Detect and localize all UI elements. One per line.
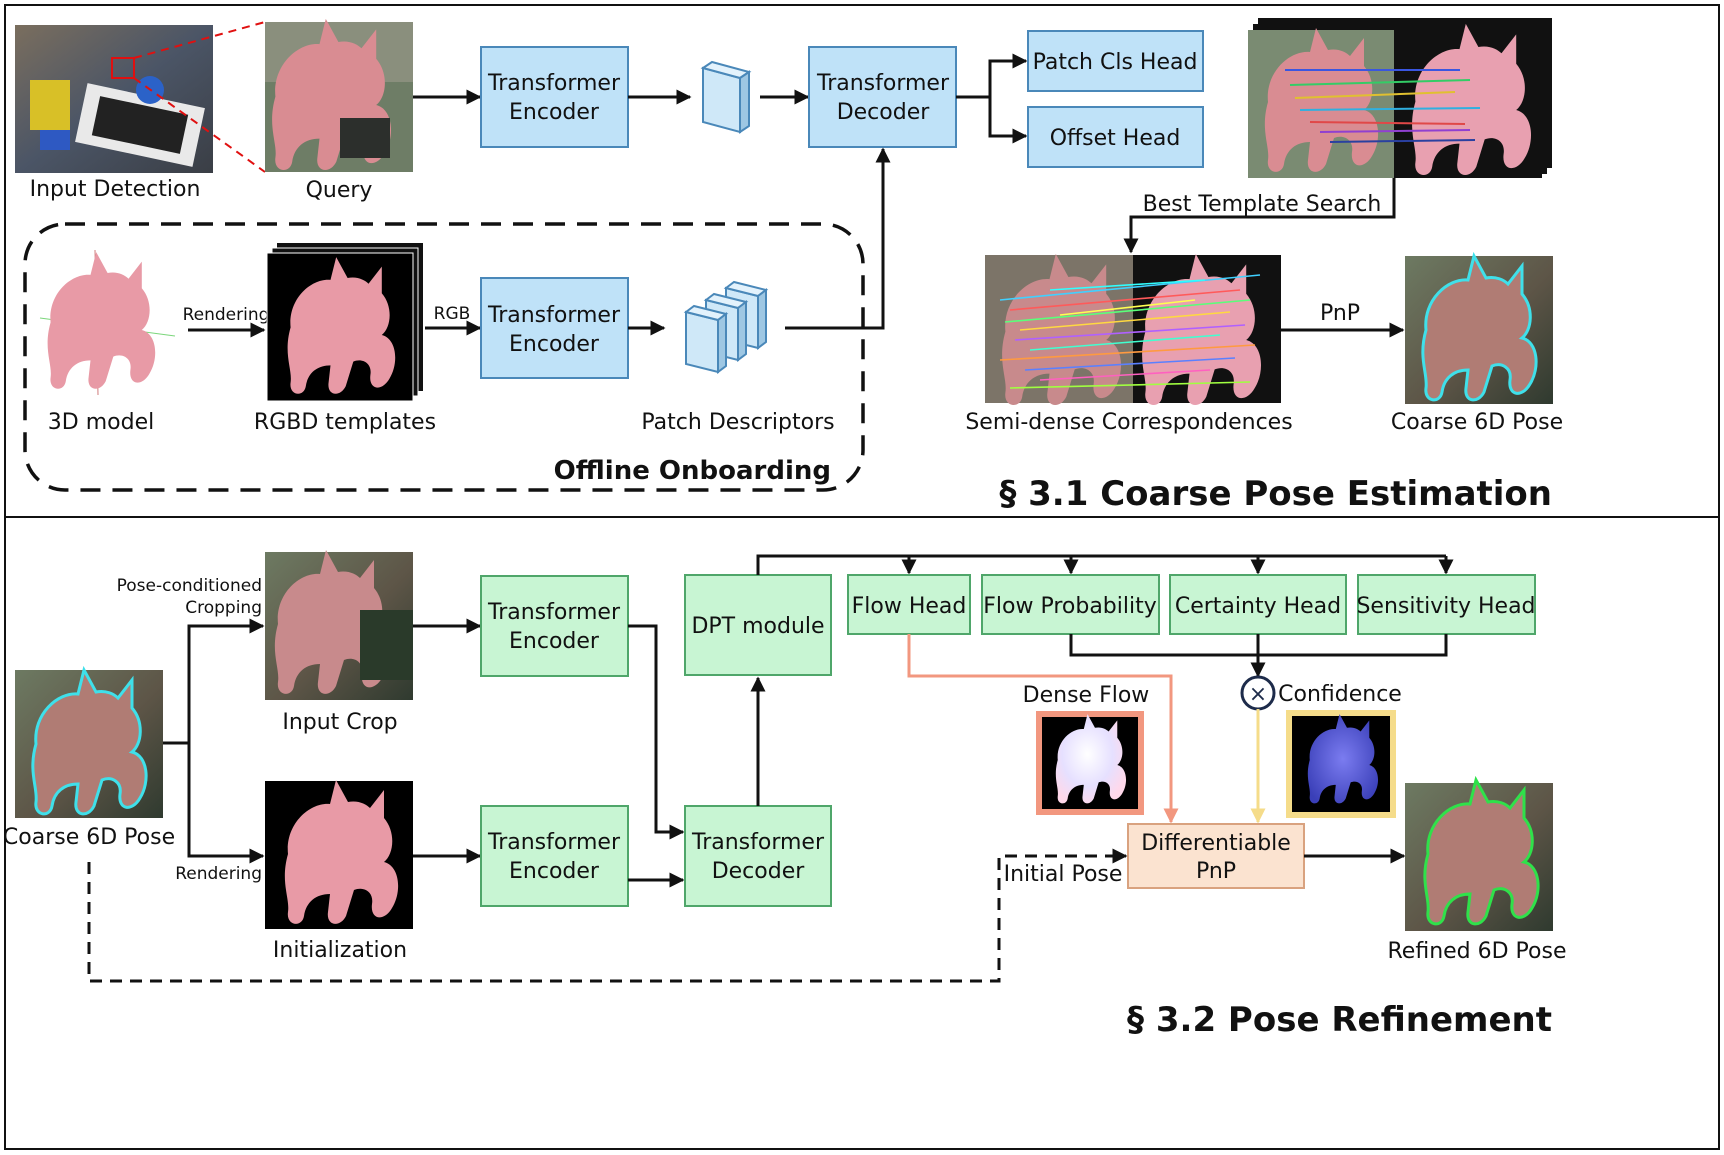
refined-pose-image bbox=[1405, 778, 1553, 931]
rgbd-templates-label: RGBD templates bbox=[254, 410, 436, 435]
coarse-section-title: § 3.1 Coarse Pose Estimation bbox=[999, 474, 1552, 514]
model-3d-image bbox=[39, 249, 176, 396]
flow-head-label: Flow Head bbox=[852, 594, 967, 619]
refine-transformer-decoder bbox=[684, 805, 832, 907]
offline-rendering-label: Rendering bbox=[183, 305, 270, 325]
initial-pose-label: Initial Pose bbox=[1004, 862, 1123, 887]
refine-coarse-pose-label: Coarse 6D Pose bbox=[3, 825, 175, 850]
initialization-label: Initialization bbox=[273, 938, 407, 963]
certainty-head bbox=[1169, 574, 1347, 635]
coarse-pose-image-top bbox=[1405, 254, 1553, 404]
patch-cls-head-label: Patch Cls Head bbox=[1033, 50, 1198, 75]
refine-section-title: § 3.2 Pose Refinement bbox=[1127, 1000, 1552, 1040]
refine-rendering-label: Rendering bbox=[175, 864, 262, 884]
patch-descriptors-label: Patch Descriptors bbox=[641, 410, 834, 435]
pnp-label: PnP bbox=[1320, 301, 1360, 326]
patch-descriptors-block bbox=[683, 280, 769, 374]
offset-head bbox=[1027, 106, 1204, 168]
dense-flow-label: Dense Flow bbox=[1023, 683, 1150, 708]
rgbd-templates-image bbox=[266, 243, 423, 402]
offline-transformer-encoder bbox=[480, 277, 629, 379]
refine-section-frame bbox=[4, 516, 1720, 1150]
semi-dense-label: Semi-dense Correspondences bbox=[965, 410, 1292, 435]
rgb-label: RGB bbox=[434, 304, 471, 324]
coarse-transformer-decoder bbox=[808, 46, 957, 148]
template-matches-image bbox=[1248, 18, 1552, 178]
coarse-transformer-encoder bbox=[480, 46, 629, 148]
offline-onboarding-title: Offline Onboarding bbox=[554, 456, 831, 486]
offset-head-label: Offset Head bbox=[1050, 126, 1181, 151]
certainty-head-label: Certainty Head bbox=[1175, 594, 1341, 619]
patch-cls-head bbox=[1027, 30, 1204, 92]
input-detection-image bbox=[15, 25, 213, 173]
input-crop-label: Input Crop bbox=[282, 710, 397, 735]
initialization-image bbox=[265, 780, 413, 929]
dpt-module-label: DPT module bbox=[691, 614, 824, 639]
dense-flow-image bbox=[1036, 711, 1144, 815]
refine-transformer-encoder-1 bbox=[480, 575, 629, 677]
coarse-pose-label-top: Coarse 6D Pose bbox=[1391, 410, 1563, 435]
dpt-module bbox=[684, 574, 832, 676]
flow-probability-label: Flow Probability bbox=[983, 594, 1157, 619]
coarse-pose-image-bottom bbox=[15, 668, 163, 818]
sensitivity-head-label: Sensitivity Head bbox=[1356, 594, 1535, 619]
query-label: Query bbox=[306, 178, 373, 203]
multiply-symbol: × bbox=[1249, 682, 1267, 707]
refine-transformer-encoder-2 bbox=[480, 805, 629, 907]
model-3d-label: 3D model bbox=[48, 410, 154, 435]
query-image bbox=[265, 18, 413, 172]
input-detection-label: Input Detection bbox=[30, 177, 201, 202]
query-feature-block bbox=[700, 60, 752, 134]
input-crop-image bbox=[265, 550, 413, 700]
best-template-search-label: Best Template Search bbox=[1143, 192, 1382, 217]
sensitivity-head bbox=[1357, 574, 1536, 635]
refined-pose-label: Refined 6D Pose bbox=[1388, 939, 1567, 964]
flow-probability-head bbox=[981, 574, 1160, 635]
semi-dense-image bbox=[985, 253, 1281, 405]
confidence-label: Confidence bbox=[1278, 682, 1402, 707]
confidence-image bbox=[1286, 710, 1396, 818]
offline-onboarding-region bbox=[23, 222, 865, 492]
